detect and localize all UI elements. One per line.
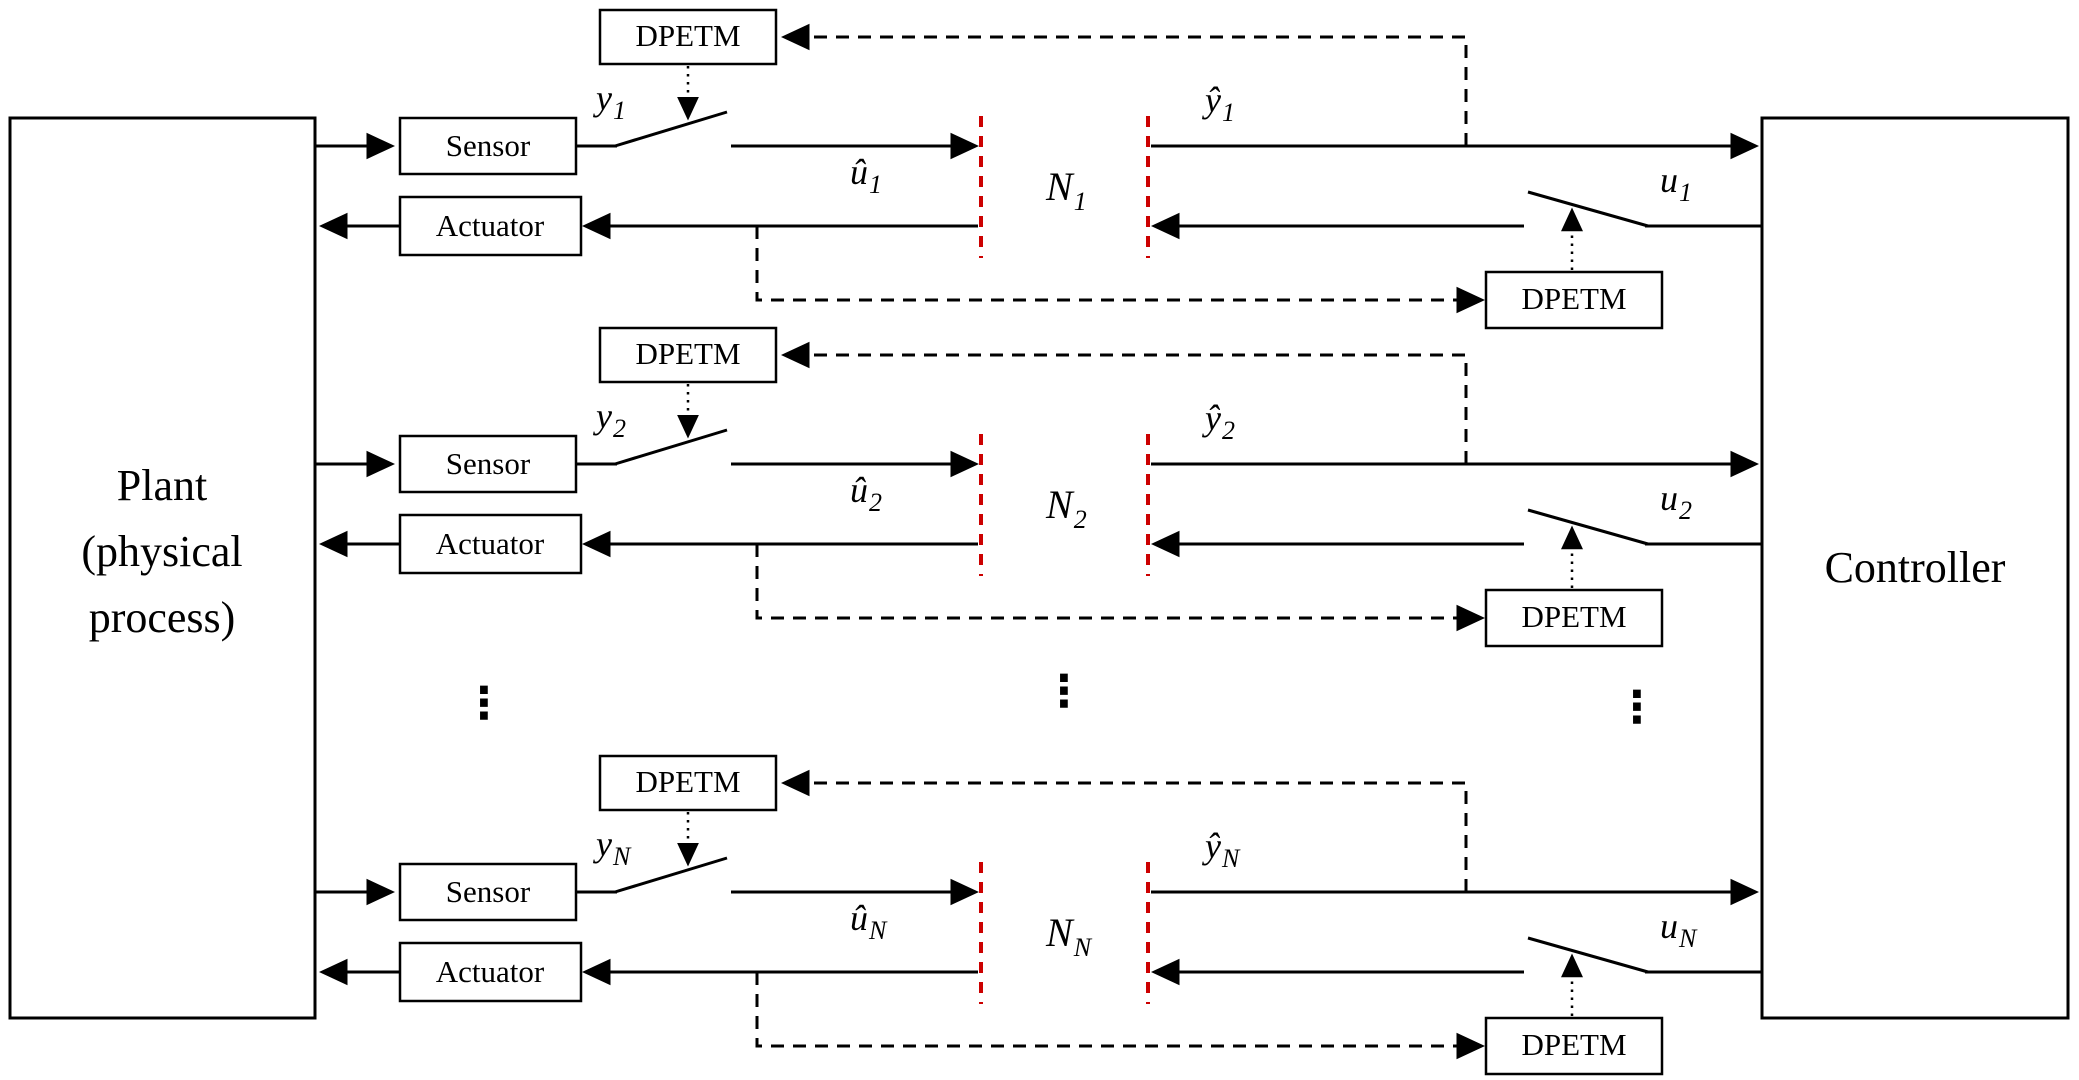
- dpetm-controller-label: DPETM: [1521, 599, 1626, 634]
- controller-switch-blade: [1527, 508, 1649, 546]
- y-label: yN: [593, 824, 632, 871]
- dpetm-sensor-label: DPETM: [635, 18, 740, 53]
- plant-box: [8, 116, 317, 1020]
- y-hat-label: ŷN: [1202, 826, 1241, 873]
- channel: Sensor Actuator NN yN ŷN uN ûN DPETM: [315, 754, 1762, 1076]
- dpetm-sensor-feedback-line: [781, 23, 1468, 146]
- u-hat-label: ûN: [850, 898, 888, 945]
- u-label-base: u: [1660, 478, 1678, 518]
- network-label-sub: 2: [1074, 505, 1087, 534]
- u-hat-label-sub: N: [868, 916, 888, 945]
- vertical-ellipsis: ⋮: [462, 678, 506, 729]
- sensor-switch-blade: [614, 428, 728, 466]
- u-hat-label: û2: [850, 470, 882, 517]
- y-label: y1: [593, 78, 626, 125]
- dpetm-controller-box: [1484, 1016, 1664, 1076]
- u-label-base: u: [1660, 906, 1678, 946]
- plant-label-line: Plant: [117, 461, 207, 510]
- network-label: N2: [1045, 482, 1087, 534]
- u-label-sub: 2: [1679, 496, 1692, 525]
- dpetm-sensor-feedback-line: [781, 769, 1468, 892]
- u-hat-label-base: û: [850, 470, 868, 510]
- controller-label: Controller: [1825, 543, 2006, 592]
- y-hat-label-base: ŷ: [1202, 826, 1221, 866]
- network-label-base: N: [1045, 482, 1075, 527]
- dpetm-sensor-label: DPETM: [635, 764, 740, 799]
- sensor-label: Sensor: [446, 128, 531, 163]
- network-label: N1: [1045, 164, 1087, 216]
- network-label-sub: N: [1073, 933, 1093, 962]
- u-hat-label-sub: 2: [869, 488, 882, 517]
- sensor-switch-blade: [614, 856, 728, 894]
- actuator-label: Actuator: [436, 208, 545, 243]
- u-label-sub: N: [1678, 924, 1698, 953]
- vertical-ellipsis: ⋮: [1615, 682, 1659, 733]
- plant-label-line: (physical: [81, 527, 242, 576]
- dpetm-sensor-feedback-line: [781, 341, 1468, 464]
- u-hat-label-sub: 1: [869, 170, 882, 199]
- network-label: NN: [1045, 910, 1093, 962]
- dpetm-sensor-box: [598, 754, 778, 812]
- y-hat-label-sub: N: [1221, 844, 1241, 873]
- y-label: y2: [593, 396, 626, 443]
- y-hat-label: ŷ2: [1202, 398, 1235, 445]
- u-label: uN: [1660, 906, 1698, 953]
- u-label: u1: [1660, 160, 1692, 207]
- u-hat-label: û1: [850, 152, 882, 199]
- channel: Sensor Actuator N1 y1 ŷ1 u1 û1 DPETM: [315, 8, 1762, 330]
- y-hat-label-base: ŷ: [1202, 80, 1221, 120]
- dpetm-controller-feedback-line: [755, 544, 1485, 632]
- controller-box: [1760, 116, 2070, 1020]
- vertical-ellipsis: ⋮: [1042, 666, 1086, 717]
- y-hat-label: ŷ1: [1202, 80, 1235, 127]
- actuator-box: [398, 195, 583, 257]
- u-hat-label-base: û: [850, 152, 868, 192]
- dpetm-controller-label: DPETM: [1521, 281, 1626, 316]
- sensor-box: [398, 116, 578, 176]
- dpetm-controller-box: [1484, 270, 1664, 330]
- dpetm-controller-feedback-line: [755, 226, 1485, 314]
- actuator-label: Actuator: [436, 526, 545, 561]
- plant-label-line: process): [89, 593, 236, 642]
- y-label-base: y: [593, 396, 612, 436]
- y-label-base: y: [593, 824, 612, 864]
- actuator-box: [398, 941, 583, 1003]
- controller-switch-blade: [1527, 190, 1649, 228]
- sensor-label: Sensor: [446, 446, 531, 481]
- u-label: u2: [1660, 478, 1692, 525]
- dpetm-controller-feedback-line: [755, 972, 1485, 1060]
- u-label-base: u: [1660, 160, 1678, 200]
- y-label-sub: 2: [613, 414, 626, 443]
- network-label-base: N: [1045, 910, 1075, 955]
- y-label-sub: N: [612, 842, 632, 871]
- y-hat-label-base: ŷ: [1202, 398, 1221, 438]
- u-hat-label-base: û: [850, 898, 868, 938]
- dpetm-sensor-box: [598, 326, 778, 384]
- dpetm-sensor-box: [598, 8, 778, 66]
- sensor-switch-blade: [614, 110, 728, 148]
- y-hat-label-sub: 2: [1222, 416, 1235, 445]
- sensor-box: [398, 862, 578, 922]
- y-hat-label-sub: 1: [1222, 98, 1235, 127]
- actuator-label: Actuator: [436, 954, 545, 989]
- y-label-base: y: [593, 78, 612, 118]
- controller-switch-blade: [1527, 936, 1649, 974]
- network-label-sub: 1: [1074, 187, 1087, 216]
- y-label-sub: 1: [613, 96, 626, 125]
- u-label-sub: 1: [1679, 178, 1692, 207]
- dpetm-sensor-label: DPETM: [635, 336, 740, 371]
- dpetm-controller-box: [1484, 588, 1664, 648]
- network-label-base: N: [1045, 164, 1075, 209]
- sensor-box: [398, 434, 578, 494]
- dpetm-controller-label: DPETM: [1521, 1027, 1626, 1062]
- sensor-label: Sensor: [446, 874, 531, 909]
- channel: Sensor Actuator N2 y2 ŷ2 u2 û2 DPETM: [315, 326, 1762, 648]
